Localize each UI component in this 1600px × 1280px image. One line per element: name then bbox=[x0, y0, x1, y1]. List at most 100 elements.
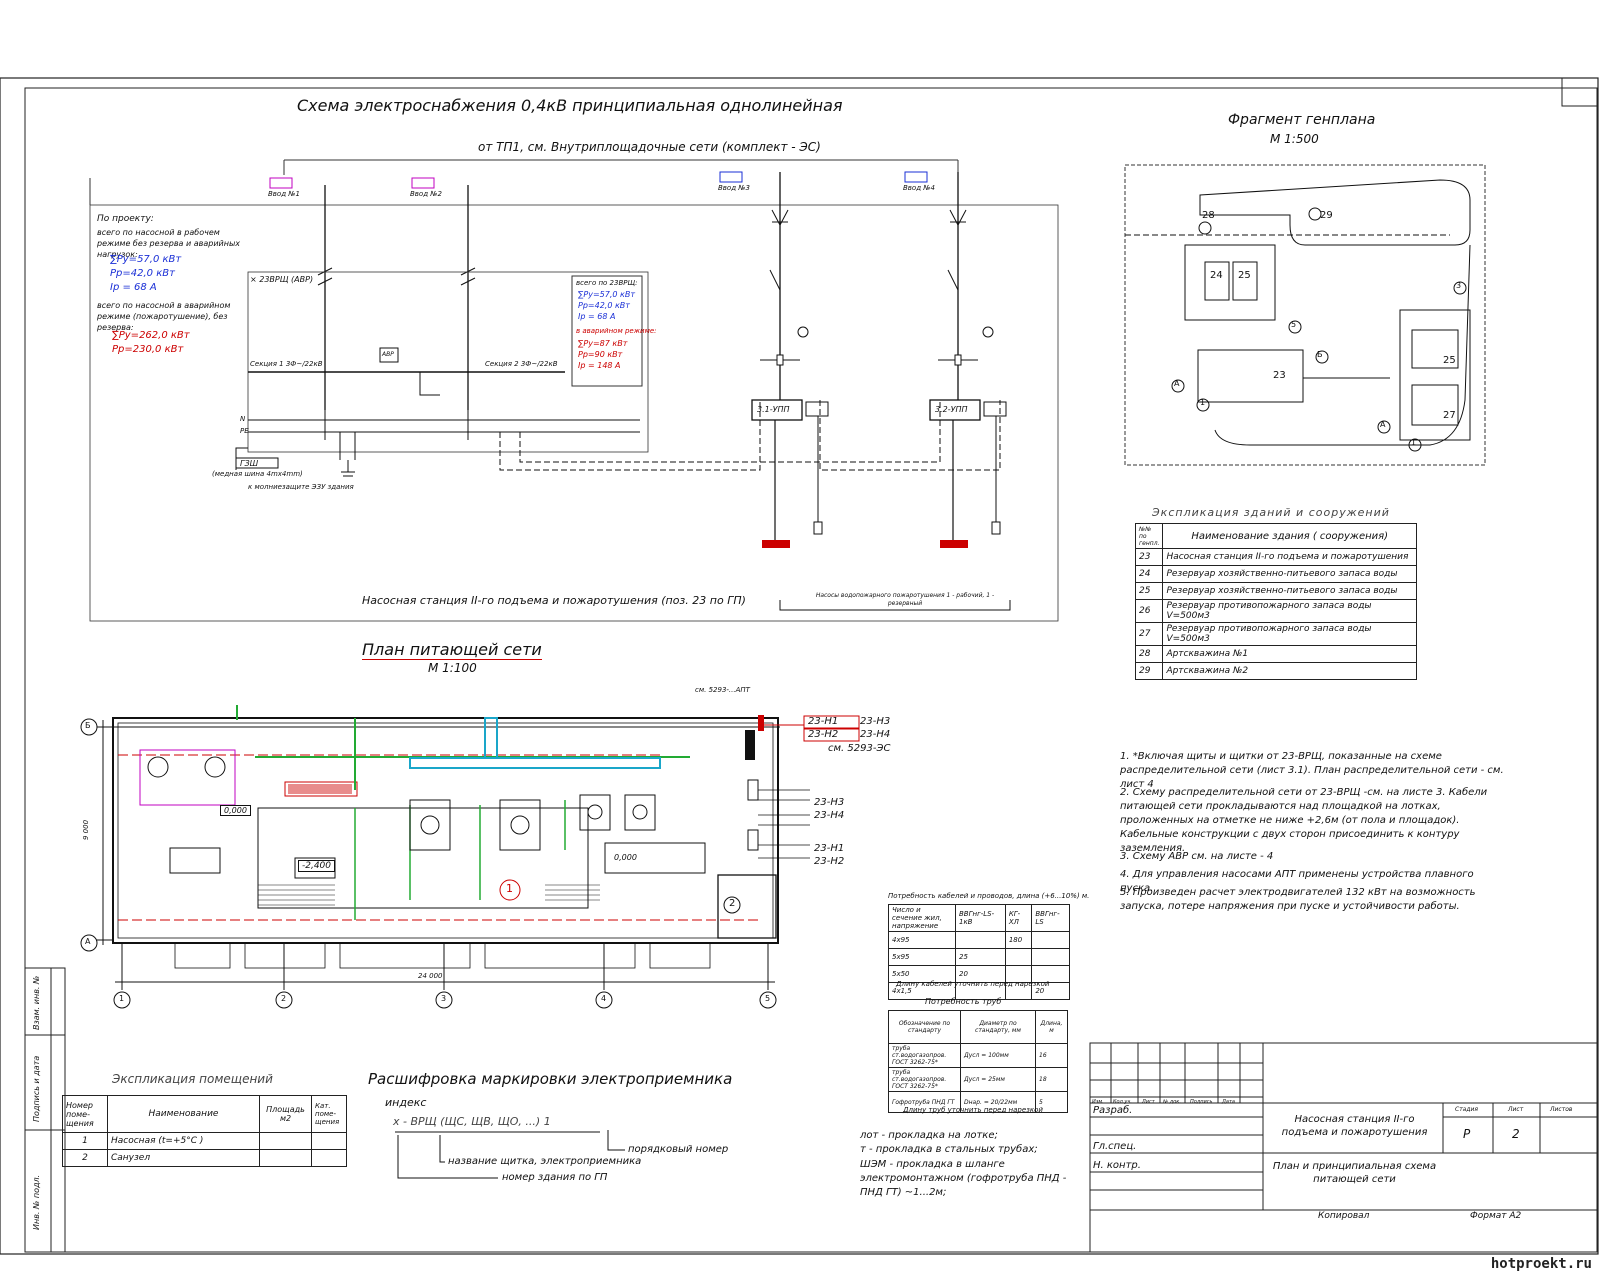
stamp-col-1: Изм. bbox=[1092, 1099, 1104, 1105]
emergency-note: всего по насосной в аварийном режиме (по… bbox=[97, 301, 231, 332]
pipe-header-length: Длина, м bbox=[1035, 1010, 1068, 1044]
scheme-subtitle: от ТП1, см. Внутриплощадочные сети (комп… bbox=[478, 140, 821, 154]
note-3: 3. Схему АВР см. на листе - 4 bbox=[1120, 851, 1274, 862]
note-1: 1. *Включая щиты и щитки от 23-ВРЩ, пока… bbox=[1120, 751, 1504, 790]
emergency-value-1: ∑Ру=262,0 кВт bbox=[112, 330, 190, 341]
single-line-scheme bbox=[89, 159, 1059, 622]
marking-scheme-lines bbox=[395, 1130, 625, 1179]
genplan-label-25b: 25 bbox=[1443, 355, 1456, 366]
plan-axis-b: Б bbox=[85, 721, 91, 730]
project-label: По проекту: bbox=[97, 214, 154, 224]
stamp-stage-header: Стадия bbox=[1455, 1106, 1479, 1113]
room-2-marker: 2 bbox=[729, 898, 736, 909]
genplan-fragment bbox=[1124, 164, 1486, 466]
buildings-table-title: Экспликация зданий и сооружений bbox=[1152, 506, 1390, 519]
legend-3: ШЭМ - прокладка в шланге электромонтажно… bbox=[860, 1159, 1067, 1198]
genplan-axis-b: Б bbox=[1317, 350, 1323, 359]
marking-index-label: индекс bbox=[385, 1096, 427, 1109]
plan-dim-height: 9 000 bbox=[82, 819, 90, 840]
genplan-scale: М 1:500 bbox=[1270, 132, 1319, 146]
cable-table-footer: Длину кабелей уточнить перед нарезкой bbox=[896, 980, 1050, 988]
cable-tag-h4: 23-Н4 bbox=[860, 729, 891, 740]
cable-table: Число и сечение жил, напряжение ВВГнг-LS… bbox=[888, 904, 1070, 1000]
gzsh-label: ГЗШ bbox=[240, 459, 259, 468]
box-value-2: Рр=42,0 кВт bbox=[578, 301, 630, 310]
marking-item-2: название щитка, электроприемника bbox=[448, 1156, 642, 1167]
room-1-marker: 1 bbox=[506, 882, 513, 895]
plan-axis-1: 1 bbox=[119, 994, 125, 1003]
box-emergency-value-1: ∑Ру=87 кВт bbox=[578, 339, 628, 348]
genplan-axis-1a: 1 bbox=[1200, 398, 1206, 407]
plan-axis-5: 5 bbox=[765, 994, 771, 1003]
cable-tag-h3b: 23-Н3 bbox=[814, 797, 845, 808]
side-strip bbox=[24, 967, 66, 1253]
input-label-3: Ввод №3 bbox=[718, 184, 751, 192]
rooms-header-name: Наименование bbox=[107, 1095, 260, 1133]
gzsh-note: (медная шина 4mx4mm) bbox=[212, 470, 303, 478]
plan-level-1: 0,000 bbox=[220, 805, 251, 816]
marking-item-3: номер здания по ГП bbox=[502, 1172, 608, 1183]
stamp-sheet-number: 2 bbox=[1512, 1127, 1520, 1141]
normal-value-2: Рр=42,0 кВт bbox=[110, 268, 175, 279]
genplan-axis-5: 5 bbox=[1291, 320, 1297, 329]
plan-axis-a: А bbox=[85, 937, 91, 946]
cable-tag-h2: 23-Н2 bbox=[808, 729, 839, 740]
normal-note: всего по насосной в рабочем режиме без р… bbox=[97, 228, 240, 259]
cable-header-2: КГ-ХЛ bbox=[1004, 904, 1033, 932]
cable-table-title: Потребность кабелей и проводов, длина (+… bbox=[888, 892, 1090, 900]
stamp-col-6: Дата bbox=[1222, 1099, 1235, 1105]
input-label-2: Ввод №2 bbox=[410, 190, 443, 198]
box-value-1: ∑Ру=57,0 кВт bbox=[578, 290, 635, 299]
pipe-table: Обозначение по стандарту Диаметр по стан… bbox=[888, 1010, 1068, 1113]
pipe-header-diameter: Диаметр по стандарту, мм bbox=[960, 1010, 1036, 1044]
rooms-table-title: Экспликация помещений bbox=[112, 1072, 273, 1086]
genplan-axis-1b: 1 bbox=[1411, 438, 1417, 447]
plan-axis-3: 3 bbox=[441, 994, 447, 1003]
section-1-label: Секция 1 3Ф~/22кВ bbox=[250, 360, 323, 368]
plan-axis-2: 2 bbox=[281, 994, 287, 1003]
see-ref: см. 5293-ЭС bbox=[828, 743, 891, 754]
pe-label: PE bbox=[240, 427, 249, 435]
cable-header-3: ВВГнг-LS bbox=[1031, 904, 1070, 932]
title-block bbox=[1089, 1042, 1598, 1253]
rooms-table: Номер поме- щения Наименование Площадь м… bbox=[62, 1095, 347, 1167]
rooms-header-num: Номер поме- щения bbox=[62, 1095, 108, 1133]
plan-scale: М 1:100 bbox=[428, 661, 477, 675]
stamp-col-3: Лист bbox=[1142, 1099, 1155, 1105]
cable-header-1: ВВГнг-LS-1кВ bbox=[955, 904, 1006, 932]
stamp-col-4: № док. bbox=[1163, 1099, 1181, 1105]
stamp-col-2: Кол.уч. bbox=[1113, 1099, 1132, 1105]
stamp-sheets-header: Листов bbox=[1550, 1106, 1573, 1113]
motor-note: Насосы водопожарного пожаротушения 1 - р… bbox=[815, 592, 995, 607]
genplan-axis-3: 3 bbox=[1456, 281, 1462, 290]
marking-formula: x - ВРЩ (ЩС, ЩВ, ЩО, ...) 1 bbox=[393, 1115, 551, 1128]
box-value-3: Iр = 68 А bbox=[578, 312, 616, 321]
scheme-title: Схема электроснабжения 0,4кВ принципиаль… bbox=[297, 96, 843, 115]
cable-tag-h2b: 23-Н2 bbox=[814, 856, 845, 867]
upp-2-label: 3.2-УПП bbox=[935, 405, 968, 414]
plan-title: План питающей сети bbox=[362, 640, 542, 660]
pipe-table-title: Потребность труб bbox=[925, 997, 1002, 1006]
note-4: 4. Для управления насосами АПТ применены… bbox=[1120, 869, 1474, 894]
section-2-label: Секция 2 3Ф~/22кВ bbox=[485, 360, 558, 368]
pipe-table-footer: Длину труб уточнить перед нарезкой bbox=[903, 1106, 1043, 1114]
legend-2: т - прокладка в стальных трубах; bbox=[860, 1144, 1038, 1155]
table-row: труба ст.водогазопров. ГОСТ 3262-75*Дусл… bbox=[888, 1043, 1068, 1068]
stamp-role-2: Гл.спец. bbox=[1093, 1141, 1137, 1152]
box-total-label: всего по 23ВРЩ: bbox=[576, 279, 638, 287]
riser-note: см. 5293-...АПТ bbox=[695, 686, 750, 694]
genplan-label-24: 24 bbox=[1210, 270, 1223, 281]
genplan-label-25a: 25 bbox=[1238, 270, 1251, 281]
legend-1: лот - прокладка на лотке; bbox=[860, 1130, 998, 1141]
stamp-role-3: Н. контр. bbox=[1093, 1160, 1141, 1171]
